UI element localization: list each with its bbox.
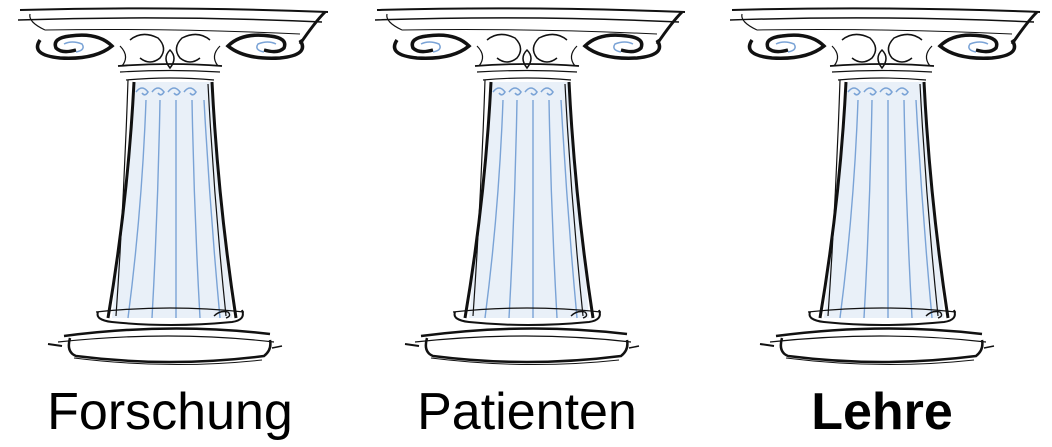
pillar-lehre: Lehre <box>712 0 1052 447</box>
column-icon <box>0 0 340 370</box>
pillar-patienten: Patienten <box>357 0 697 447</box>
column-icon <box>357 0 697 370</box>
pillar-label-forschung: Forschung <box>0 382 340 442</box>
pillar-label-lehre: Lehre <box>712 382 1052 442</box>
column-icon <box>712 0 1052 370</box>
pillar-forschung: Forschung <box>0 0 340 447</box>
pillar-label-patienten: Patienten <box>357 382 697 442</box>
